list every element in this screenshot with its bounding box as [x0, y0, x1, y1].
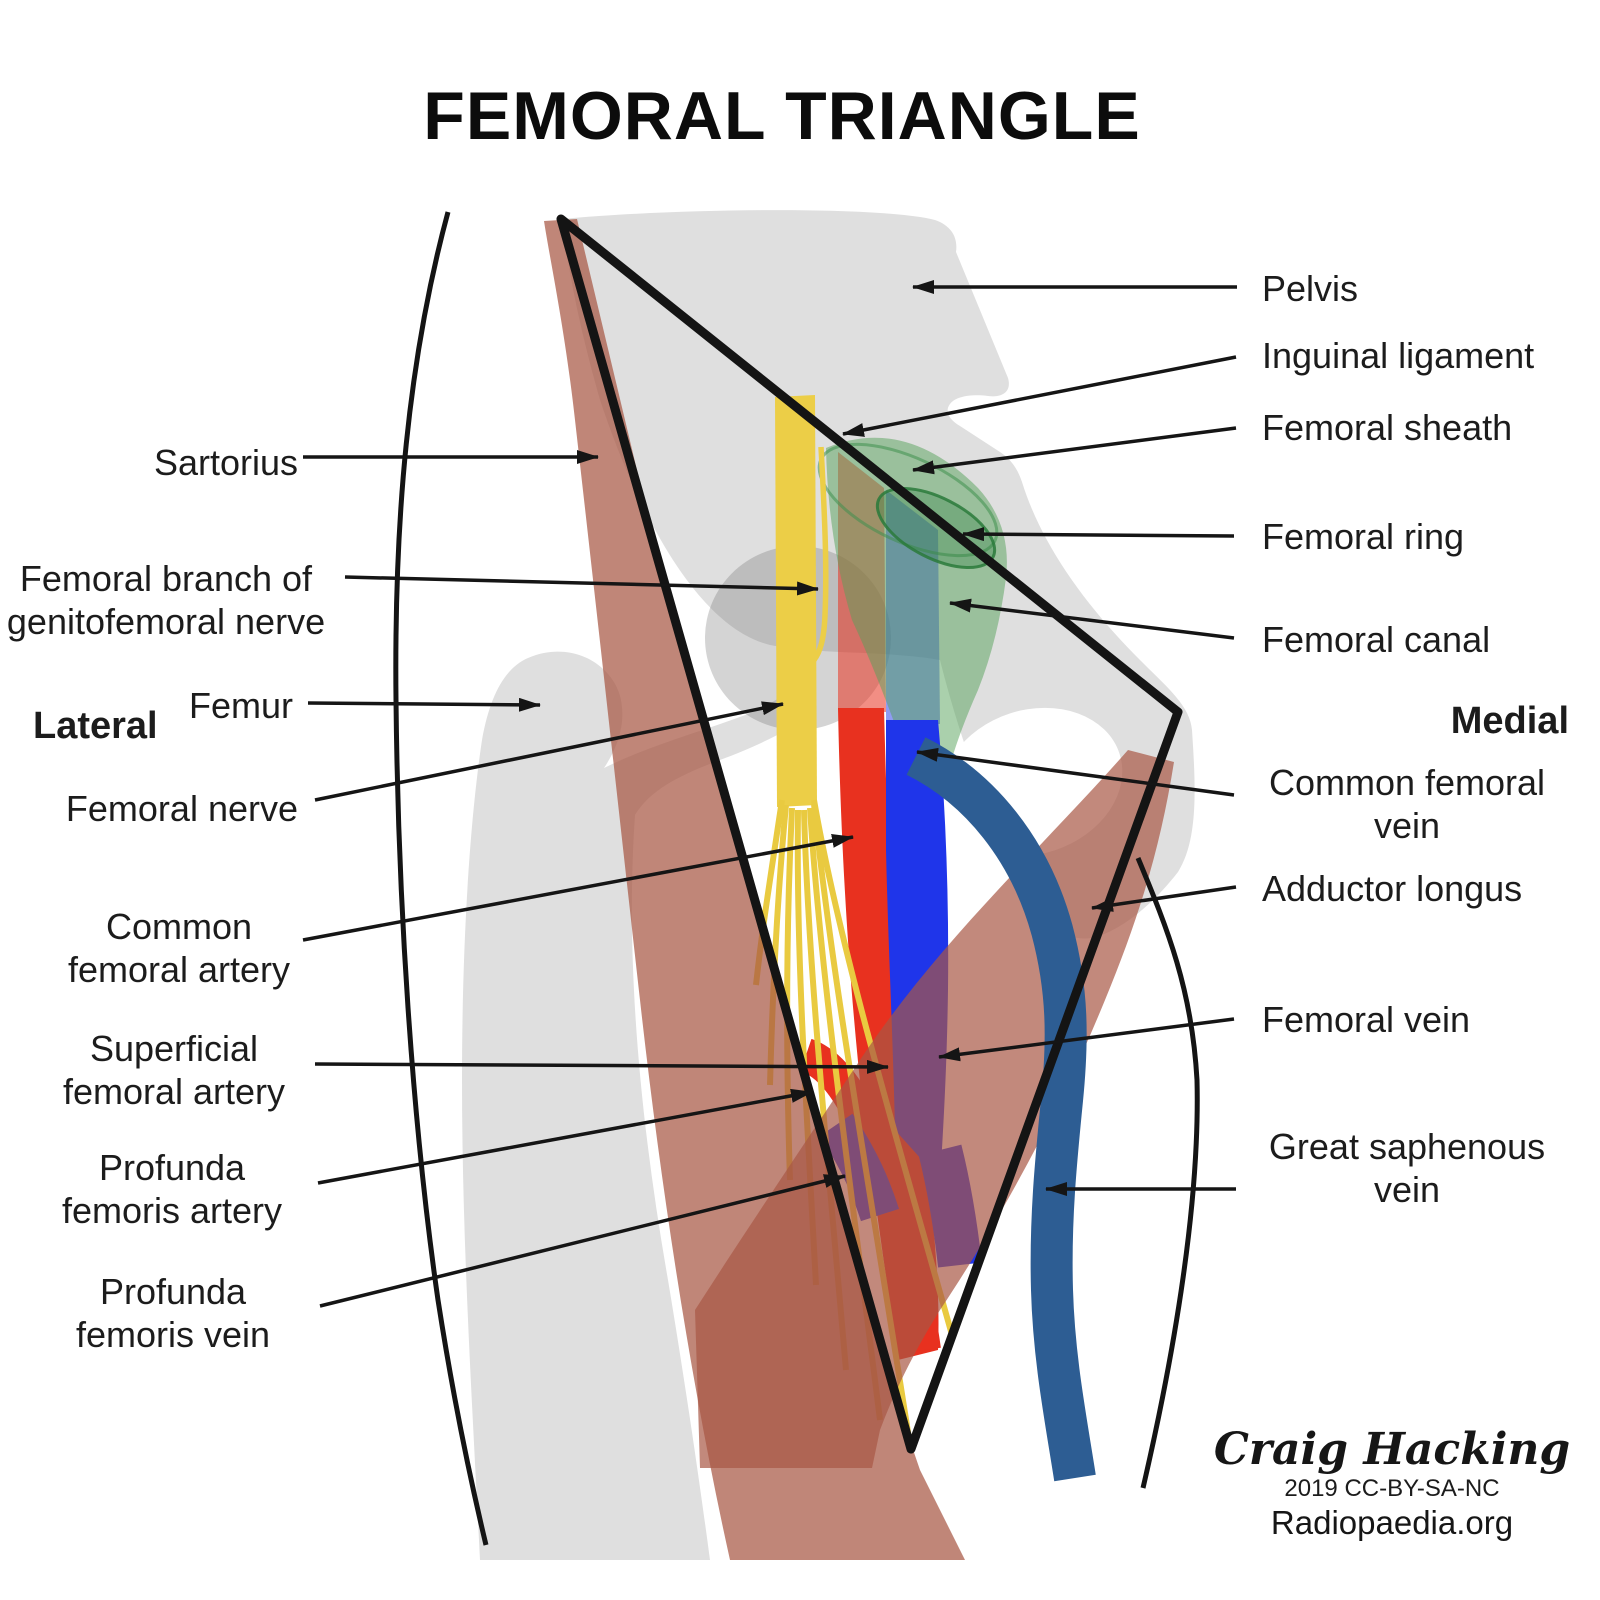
- leader-inguinal-ligament: [842, 355, 1237, 437]
- leader-profunda-femoris-vein: [319, 1174, 846, 1308]
- body-outline-right: [1135, 857, 1200, 1489]
- credit-author: Craig Hacking: [1213, 1424, 1571, 1475]
- label-profunda-femoris-artery: Profunda femoris artery: [61, 1147, 283, 1231]
- leader-adductor-longus: [1091, 885, 1237, 912]
- label-common-femoral-vein: Common femoral vein: [1268, 762, 1546, 846]
- femoral-ring-outline: [875, 487, 997, 569]
- genitofemoral-nerve-branch: [811, 446, 829, 662]
- label-femur: Femur: [188, 685, 293, 726]
- credit-block: Craig Hacking 2019 CC-BY-SA-NC Radiopaed…: [1192, 1425, 1592, 1543]
- great-saphenous-vein-shape: [906, 737, 1096, 1482]
- credit-site: Radiopaedia.org: [1270, 1504, 1514, 1541]
- leader-femoral-vein: [938, 1017, 1235, 1062]
- label-lateral: Lateral: [33, 705, 158, 747]
- credit-license: 2019 CC-BY-SA-NC: [1284, 1475, 1500, 1502]
- label-femoral-nerve: Femoral nerve: [65, 788, 298, 829]
- leader-profunda-femoris-artery: [317, 1088, 813, 1185]
- leader-genitofemoral: [344, 575, 819, 596]
- leader-lines: [302, 280, 1237, 1308]
- label-great-saphenous-vein: Great saphenous vein: [1268, 1126, 1546, 1210]
- label-adductor-longus: Adductor longus: [1262, 868, 1523, 909]
- sartorius-muscle: [544, 219, 965, 1560]
- label-sartorius: Sartorius: [153, 442, 298, 483]
- label-inguinal-ligament: Inguinal ligament: [1262, 335, 1535, 376]
- leader-common-femoral-vein: [916, 747, 1235, 797]
- label-genitofemoral-branch: Femoral branch of genitofemoral nerve: [6, 558, 326, 642]
- leader-superficial-femoral-artery: [314, 1059, 889, 1074]
- leader-femoral-sheath: [912, 426, 1237, 475]
- label-superficial-femoral-artery: Superficial femoral artery: [62, 1028, 286, 1112]
- label-femoral-vein: Femoral vein: [1262, 999, 1471, 1040]
- leader-femur: [307, 697, 541, 712]
- leader-femoral-ring: [962, 527, 1235, 542]
- label-common-femoral-artery: Common femoral artery: [67, 906, 291, 990]
- leader-femoral-canal: [949, 598, 1235, 640]
- label-pelvis: Pelvis: [1262, 268, 1359, 309]
- femoral-sheath-shape: [826, 437, 1007, 772]
- leader-femoral-nerve: [314, 701, 784, 802]
- femoral-triangle-outline: [556, 214, 1183, 1454]
- label-medial: Medial: [1450, 700, 1569, 742]
- label-profunda-femoris-vein: Profunda femoris vein: [75, 1271, 271, 1355]
- label-femoral-sheath: Femoral sheath: [1262, 407, 1513, 448]
- femur-bone: [462, 651, 812, 1560]
- leader-common-femoral-artery: [302, 833, 854, 942]
- label-femoral-ring: Femoral ring: [1262, 516, 1465, 557]
- page-title: FEMORAL TRIANGLE: [423, 78, 1141, 154]
- femoral-nerve-shape: [775, 395, 817, 807]
- label-femoral-canal: Femoral canal: [1262, 619, 1491, 660]
